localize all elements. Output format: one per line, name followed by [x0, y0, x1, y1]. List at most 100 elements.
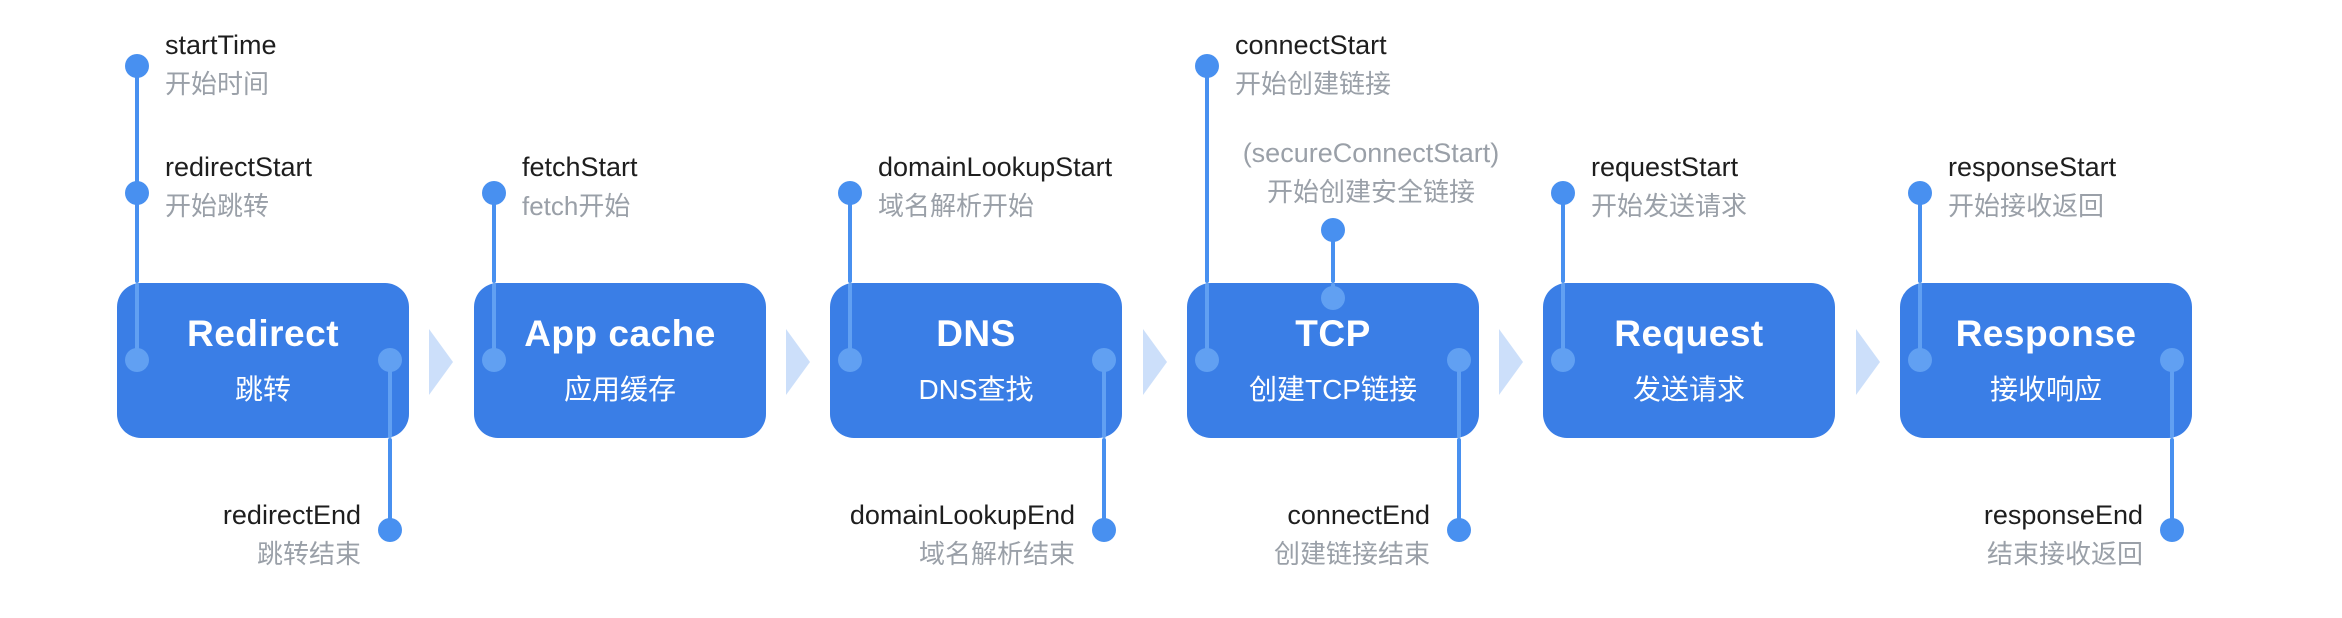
- connector-line-inner: [1102, 360, 1106, 438]
- box-edge-dot: [2160, 348, 2184, 372]
- connector-line-inner: [1561, 283, 1565, 360]
- marker-label-startTime: startTime 开始时间: [165, 30, 277, 99]
- connector-line-inner: [492, 283, 496, 360]
- marker-label-domainLookupEnd: domainLookupEnd 域名解析结束: [850, 500, 1075, 569]
- stage-title: DNS: [936, 313, 1016, 354]
- stage-box-response: Response 接收响应: [1900, 283, 2192, 438]
- timeline-dot-fetchStart: [482, 181, 506, 205]
- marker-name: startTime: [165, 30, 277, 60]
- timeline-dot-redirectStart: [125, 181, 149, 205]
- stage-title: Redirect: [186, 313, 340, 354]
- marker-desc: 开始跳转: [165, 191, 270, 221]
- stage-subtitle: 跳转: [234, 374, 291, 405]
- timeline-dot-responseEnd: [2160, 518, 2184, 542]
- marker-label-secureConnectStart: (secureConnectStart) 开始创建安全链接: [1171, 138, 1571, 207]
- marker-label-redirectStart: redirectStart 开始跳转: [165, 152, 312, 221]
- right-arrow-icon: [1856, 329, 1880, 395]
- connector-line-redirectEnd: [388, 438, 392, 530]
- marker-desc: 创建链接结束: [1273, 539, 1430, 569]
- connector-line-domainLookupStart: [848, 193, 852, 283]
- box-edge-dot: [1092, 348, 1116, 372]
- marker-name: responseEnd: [1983, 500, 2143, 530]
- stage-subtitle: 接收响应: [1989, 374, 2102, 405]
- connector-line-secureConnectStart: [1331, 230, 1335, 283]
- marker-name: requestStart: [1591, 152, 1739, 182]
- timeline-dot-domainLookupEnd: [1092, 518, 1116, 542]
- stage-title: Response: [1955, 313, 2137, 354]
- stage-subtitle: 发送请求: [1632, 374, 1745, 405]
- right-arrow-icon: [786, 329, 810, 395]
- connector-line-inner: [1205, 283, 1209, 360]
- stage-box-request: Request 发送请求: [1543, 283, 1835, 438]
- marker-name: connectEnd: [1287, 500, 1430, 530]
- marker-name: (secureConnectStart): [1242, 138, 1500, 168]
- box-edge-dot: [838, 348, 862, 372]
- marker-desc: 域名解析结束: [918, 539, 1075, 569]
- marker-desc: 开始创建安全链接: [1266, 177, 1475, 207]
- connector-line-requestStart: [1561, 193, 1565, 283]
- marker-label-fetchStart: fetchStart fetch开始: [522, 152, 638, 221]
- box-edge-dot: [125, 348, 149, 372]
- stage-box-redirect: Redirect 跳转: [117, 283, 409, 438]
- marker-name: domainLookupEnd: [849, 500, 1075, 530]
- marker-name: domainLookupStart: [878, 152, 1113, 182]
- marker-desc: 开始时间: [165, 69, 270, 99]
- connector-line-startTime-redirectStart: [135, 66, 139, 283]
- marker-desc: 开始创建链接: [1235, 69, 1392, 99]
- marker-name: responseStart: [1948, 152, 2117, 182]
- timeline-dot-connectEnd: [1447, 518, 1471, 542]
- connector-line-inner: [388, 360, 392, 438]
- timeline-dot-redirectEnd: [378, 518, 402, 542]
- marker-label-connectEnd: connectEnd 创建链接结束: [1274, 500, 1430, 569]
- connector-line-connectEnd: [1457, 438, 1461, 530]
- marker-name: fetchStart: [522, 152, 638, 182]
- timeline-dot-domainLookupStart: [838, 181, 862, 205]
- stage-title: App cache: [524, 313, 716, 354]
- marker-desc: 开始发送请求: [1591, 191, 1748, 221]
- marker-label-responseEnd: responseEnd 结束接收返回: [1984, 500, 2143, 569]
- connector-line-inner: [1457, 360, 1461, 438]
- right-arrow-icon: [429, 329, 453, 395]
- timeline-dot-connectStart: [1195, 54, 1219, 78]
- stage-box-appcache: App cache 应用缓存: [474, 283, 766, 438]
- marker-name: redirectStart: [165, 152, 313, 182]
- stage-title: Request: [1614, 313, 1764, 354]
- marker-label-requestStart: requestStart 开始发送请求: [1591, 152, 1747, 221]
- marker-desc: fetch开始: [522, 191, 631, 221]
- marker-name: redirectEnd: [222, 500, 361, 530]
- marker-label-redirectEnd: redirectEnd 跳转结束: [223, 500, 361, 569]
- stage-subtitle: 应用缓存: [563, 374, 676, 405]
- box-edge-dot: [1447, 348, 1471, 372]
- marker-name: connectStart: [1235, 30, 1387, 60]
- box-edge-dot: [1321, 286, 1345, 310]
- box-edge-dot: [1551, 348, 1575, 372]
- connector-line-inner: [135, 283, 139, 360]
- connector-line-inner: [1918, 283, 1922, 360]
- marker-desc: 域名解析开始: [878, 191, 1035, 221]
- box-edge-dot: [1195, 348, 1219, 372]
- connector-line-fetchStart: [492, 193, 496, 283]
- marker-desc: 开始接收返回: [1948, 191, 2105, 221]
- timeline-dot-startTime: [125, 54, 149, 78]
- connector-line-domainLookupEnd: [1102, 438, 1106, 530]
- box-edge-dot: [1908, 348, 1932, 372]
- box-edge-dot: [482, 348, 506, 372]
- stage-box-dns: DNS DNS查找: [830, 283, 1122, 438]
- marker-label-domainLookupStart: domainLookupStart 域名解析开始: [878, 152, 1112, 221]
- box-edge-dot: [378, 348, 402, 372]
- stage-subtitle: 创建TCP链接: [1248, 374, 1417, 405]
- stage-title: TCP: [1295, 313, 1371, 354]
- timeline-dot-secureConnectStart: [1321, 218, 1345, 242]
- timeline-dot-responseStart: [1908, 181, 1932, 205]
- marker-label-responseStart: responseStart 开始接收返回: [1948, 152, 2116, 221]
- marker-desc: 跳转结束: [256, 539, 361, 569]
- connector-line-inner: [2170, 360, 2174, 438]
- timeline-dot-requestStart: [1551, 181, 1575, 205]
- marker-desc: 结束接收返回: [1986, 539, 2143, 569]
- right-arrow-icon: [1499, 329, 1523, 395]
- stage-subtitle: DNS查找: [918, 374, 1034, 405]
- connector-line-inner: [848, 283, 852, 360]
- connector-line-responseStart: [1918, 193, 1922, 283]
- marker-label-connectStart: connectStart 开始创建链接: [1235, 30, 1391, 99]
